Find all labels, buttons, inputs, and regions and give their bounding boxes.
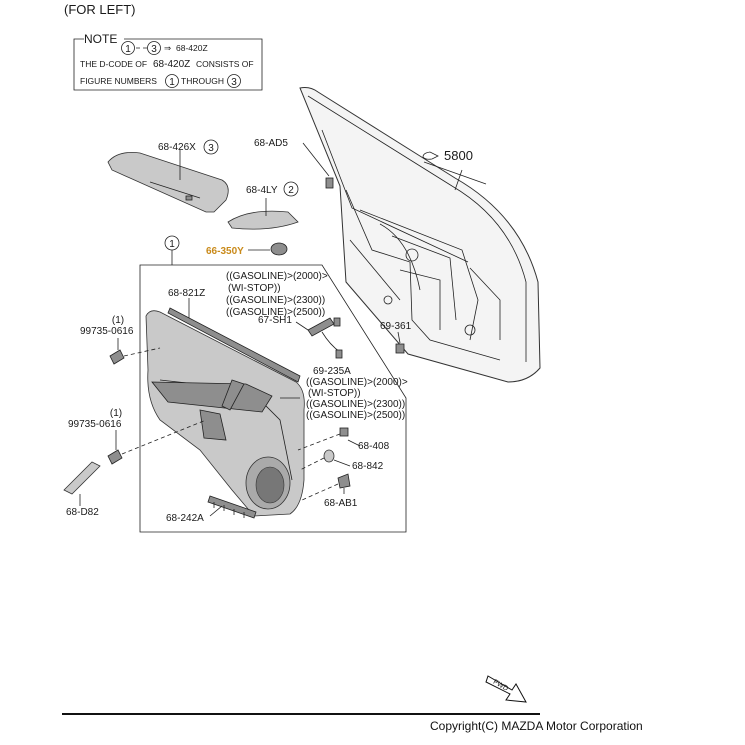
note-circle-end bbox=[147, 41, 161, 55]
cond1-line-a: ((GASOLINE)>(2000)> bbox=[226, 271, 328, 282]
callout-1: 1 bbox=[169, 239, 175, 250]
note-title: NOTE bbox=[84, 32, 117, 46]
cond2-line-a: ((GASOLINE)>(2000)> bbox=[306, 377, 408, 388]
fwd-arrow-icon: FWD bbox=[485, 675, 527, 703]
note-line2-b: CONSISTS OF bbox=[196, 59, 254, 69]
part-69-361: 69-361 bbox=[380, 321, 412, 354]
note-line3-num3: 3 bbox=[231, 77, 237, 88]
cond2-line-b: (WI-STOP)) bbox=[308, 388, 361, 399]
part-69-235a: 69-235A ((GASOLINE)>(2000)> (WI-STOP)) (… bbox=[280, 366, 408, 421]
label-68-842: 68-842 bbox=[352, 461, 384, 472]
note-circle-start bbox=[121, 41, 135, 55]
label-68-4ly: 68-4LY bbox=[246, 185, 278, 196]
label-68-d82: 68-D82 bbox=[66, 507, 99, 518]
label-68-ab1: 68-AB1 bbox=[324, 498, 358, 509]
copyright-text: Copyright(C) MAZDA Motor Corporation bbox=[430, 719, 643, 733]
cond1-line-b: (WI-STOP)) bbox=[228, 283, 281, 294]
note-line2-a: THE D-CODE OF bbox=[80, 59, 147, 69]
part-68-242a: 68-242A bbox=[166, 495, 257, 524]
note-arrow-icon: ⇒ bbox=[164, 43, 172, 53]
part-68-842: 68-842 bbox=[299, 449, 384, 472]
note-circle-1 bbox=[165, 74, 179, 88]
cond1-line-d: ((GASOLINE)>(2500)) bbox=[226, 307, 325, 318]
note-range-end: 3 bbox=[151, 44, 157, 55]
part-68-ad5: 68-AD5 bbox=[254, 138, 334, 189]
label-68-ad5: 68-AD5 bbox=[254, 138, 288, 149]
assembly-1-frame bbox=[139, 264, 407, 533]
label-99735-top-qty: (1) bbox=[112, 315, 124, 326]
label-99735-top: 99735-0616 bbox=[80, 326, 134, 337]
note-line3-num1: 1 bbox=[169, 77, 175, 88]
part-99735-0616-top: (1) 99735-0616 bbox=[80, 315, 161, 365]
note-range-start: 1 bbox=[125, 44, 131, 55]
part-5800-door-shell: 5800 bbox=[299, 87, 541, 383]
label-68-821z: 68-821Z bbox=[168, 288, 205, 299]
door-trim-panel bbox=[145, 310, 305, 517]
assembly-1-group: 1 bbox=[139, 235, 407, 533]
note-line2-code: 68-420Z bbox=[153, 59, 190, 70]
condition-block-1: ((GASOLINE)>(2000)> (WI-STOP)) ((GASOLIN… bbox=[226, 271, 328, 318]
label-68-408: 68-408 bbox=[358, 441, 390, 452]
part-67-sh1: 67-SH1 bbox=[258, 315, 343, 359]
note-arrow-code: 68-420Z bbox=[176, 43, 208, 53]
callout-3: 3 bbox=[208, 143, 214, 154]
part-68-d82: 68-D82 bbox=[63, 461, 101, 518]
label-99735-bot-qty: (1) bbox=[110, 408, 122, 419]
label-99735-bot: 99735-0616 bbox=[68, 419, 122, 430]
label-66-350y: 66-350Y bbox=[206, 246, 244, 257]
part-68-821z: 68-821Z bbox=[167, 288, 301, 383]
label-68-242a: 68-242A bbox=[166, 513, 204, 524]
label-67-sh1: 67-SH1 bbox=[258, 315, 292, 326]
cond2-line-c: ((GASOLINE)>(2300)) bbox=[306, 399, 405, 410]
label-68-426x: 68-426X bbox=[158, 142, 196, 153]
reference-icon bbox=[422, 151, 439, 160]
part-68-408: 68-408 bbox=[297, 427, 390, 452]
callout-2: 2 bbox=[288, 185, 294, 196]
note-circle-3 bbox=[227, 74, 241, 88]
part-68-4ly: 68-4LY 2 bbox=[227, 181, 299, 230]
note-line3-b: THROUGH bbox=[181, 76, 224, 86]
side-label: (FOR LEFT) bbox=[64, 2, 136, 17]
label-69-235a: 69-235A bbox=[313, 366, 351, 377]
cond2-line-d: ((GASOLINE)>(2500)) bbox=[306, 410, 405, 421]
part-99735-0616-bottom: (1) 99735-0616 bbox=[68, 408, 207, 465]
part-68-426x: 68-426X 3 bbox=[107, 139, 229, 213]
part-66-350y: 66-350Y bbox=[206, 242, 288, 257]
note-line3-a: FIGURE NUMBERS bbox=[80, 76, 157, 86]
fwd-label: FWD bbox=[492, 679, 509, 693]
note-box: NOTE 1 3 ⇒ 68-420Z THE D-CODE OF 68-420Z… bbox=[73, 32, 263, 91]
label-69-361: 69-361 bbox=[380, 321, 412, 332]
part-68-ab1: 68-AB1 bbox=[301, 473, 358, 509]
label-5800: 5800 bbox=[444, 148, 473, 163]
cond1-line-c: ((GASOLINE)>(2300)) bbox=[226, 295, 325, 306]
